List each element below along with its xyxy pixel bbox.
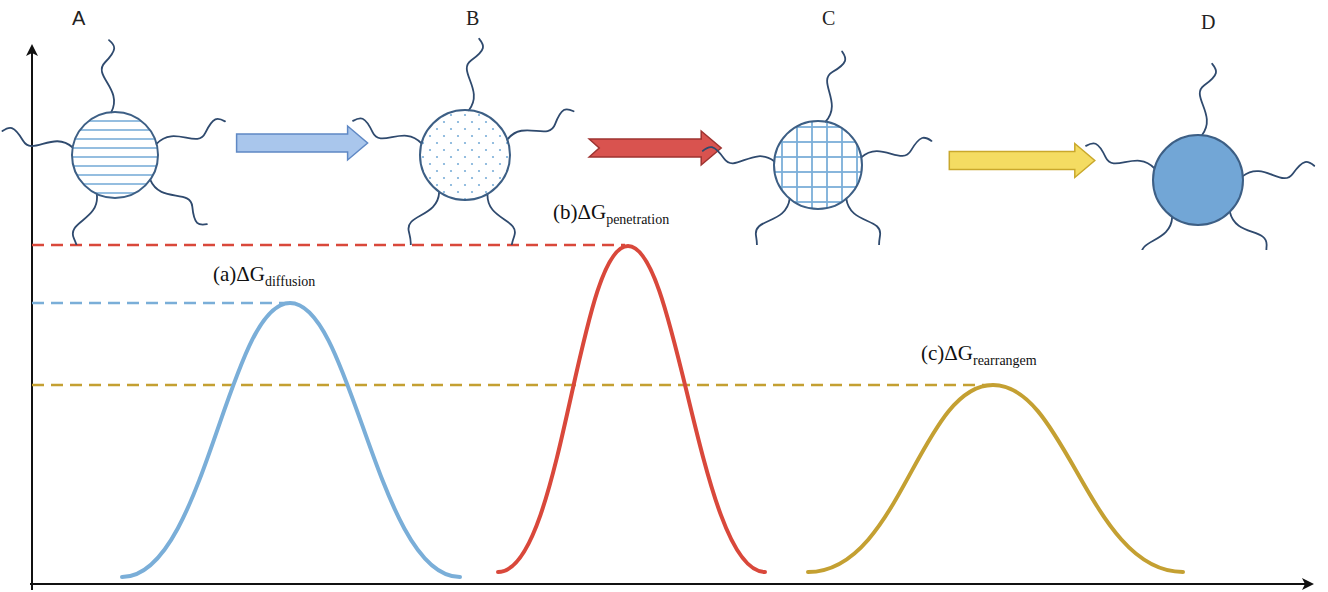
polymer-chain: [401, 192, 439, 245]
rearrangement-barrier: [808, 385, 1183, 572]
particle-core: [72, 112, 158, 198]
diffusion-level: [32, 302, 288, 305]
process-arrow: [237, 126, 368, 160]
energy-label: (c)ΔG: [921, 343, 973, 364]
polymer-chain: [1086, 143, 1155, 168]
stage-letter: A: [72, 8, 85, 28]
diffusion-barrier: [122, 303, 460, 577]
polymer-chain: [353, 118, 422, 143]
process-arrow: [949, 144, 1095, 178]
energy-subscript: penetration: [606, 213, 669, 227]
polymer-chain: [157, 119, 226, 144]
particle-figure: [0, 0, 240, 245]
polymer-chain: [102, 40, 115, 112]
polymer-chain: [826, 52, 846, 122]
polymer-chain: [1230, 212, 1278, 250]
particle-core: [1153, 135, 1243, 225]
polymer-chain: [1243, 162, 1314, 178]
particle-figure: [1080, 0, 1320, 250]
polymer-chain: [2, 128, 72, 148]
particle-node: C: [700, 0, 940, 245]
rearrangement-level: [32, 384, 990, 387]
polymer-chain: [487, 194, 520, 245]
penetration-barrier: [498, 246, 765, 572]
particle-core: [774, 121, 862, 209]
polymer-chain: [703, 147, 774, 163]
polymer-chain: [467, 39, 483, 110]
penetration-level: [32, 244, 625, 247]
x-axis: [30, 583, 1312, 585]
stage-letter: C: [822, 8, 835, 28]
energy-label: (a)ΔG: [213, 264, 265, 285]
energy-subscript: rearrangem: [973, 354, 1037, 368]
polymer-chain: [507, 109, 573, 139]
stage-letter: B: [466, 8, 479, 28]
y-axis: [31, 46, 33, 590]
particle-node: A: [0, 0, 240, 245]
particle-figure: [700, 0, 940, 245]
polymer-chain: [1200, 64, 1216, 135]
particle-core: [420, 110, 510, 200]
polymer-chain: [846, 199, 889, 245]
polymer-chain: [70, 194, 97, 245]
polymer-chain: [1134, 217, 1172, 250]
polymer-chain: [150, 180, 207, 225]
particle-node: D: [1080, 0, 1320, 250]
process-arrow: [589, 131, 721, 165]
stage-letter: D: [1201, 12, 1215, 32]
energy-subscript: diffusion: [265, 275, 315, 289]
polymer-chain: [747, 199, 790, 245]
energy-label: (b)ΔG: [553, 202, 606, 223]
polymer-chain: [861, 138, 931, 158]
